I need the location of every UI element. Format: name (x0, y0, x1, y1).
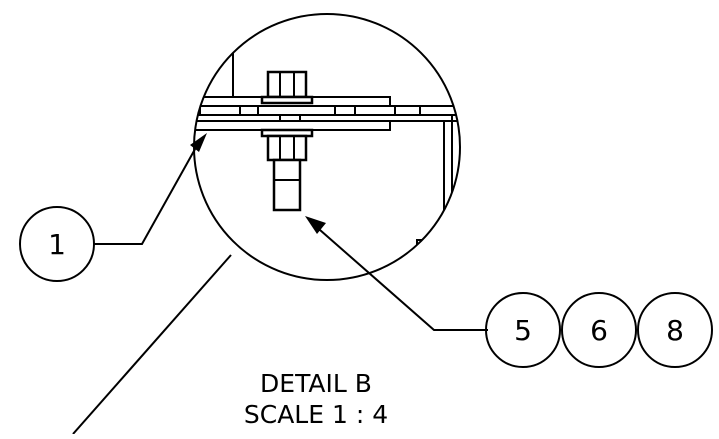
detail-geometry (194, 40, 460, 280)
balloon-5[interactable]: 5 (485, 292, 561, 368)
balloon-8-label: 8 (666, 314, 684, 347)
detail-title: DETAIL B (260, 369, 372, 398)
leader-balloon-5 (319, 229, 488, 331)
bolt-shank (272, 158, 302, 212)
detail-leader-line (72, 254, 232, 435)
bolt-head (266, 70, 308, 99)
balloon-6-label: 6 (590, 314, 608, 347)
nut (266, 134, 308, 162)
balloon-1-label: 1 (48, 228, 66, 261)
balloon-6[interactable]: 6 (561, 292, 637, 368)
middle-plate (194, 105, 460, 116)
leader-balloon-1 (94, 141, 200, 245)
base-plate (194, 120, 391, 131)
balloon-1[interactable]: 1 (19, 206, 95, 282)
detail-scale: SCALE 1 : 4 (244, 400, 388, 429)
angle-bracket (390, 105, 460, 280)
arrowhead-balloon-1 (190, 133, 207, 152)
balloon-8[interactable]: 8 (637, 292, 713, 368)
washer-top (260, 95, 314, 105)
arrowhead-balloon-5 (305, 216, 326, 234)
balloon-5-label: 5 (514, 314, 532, 347)
